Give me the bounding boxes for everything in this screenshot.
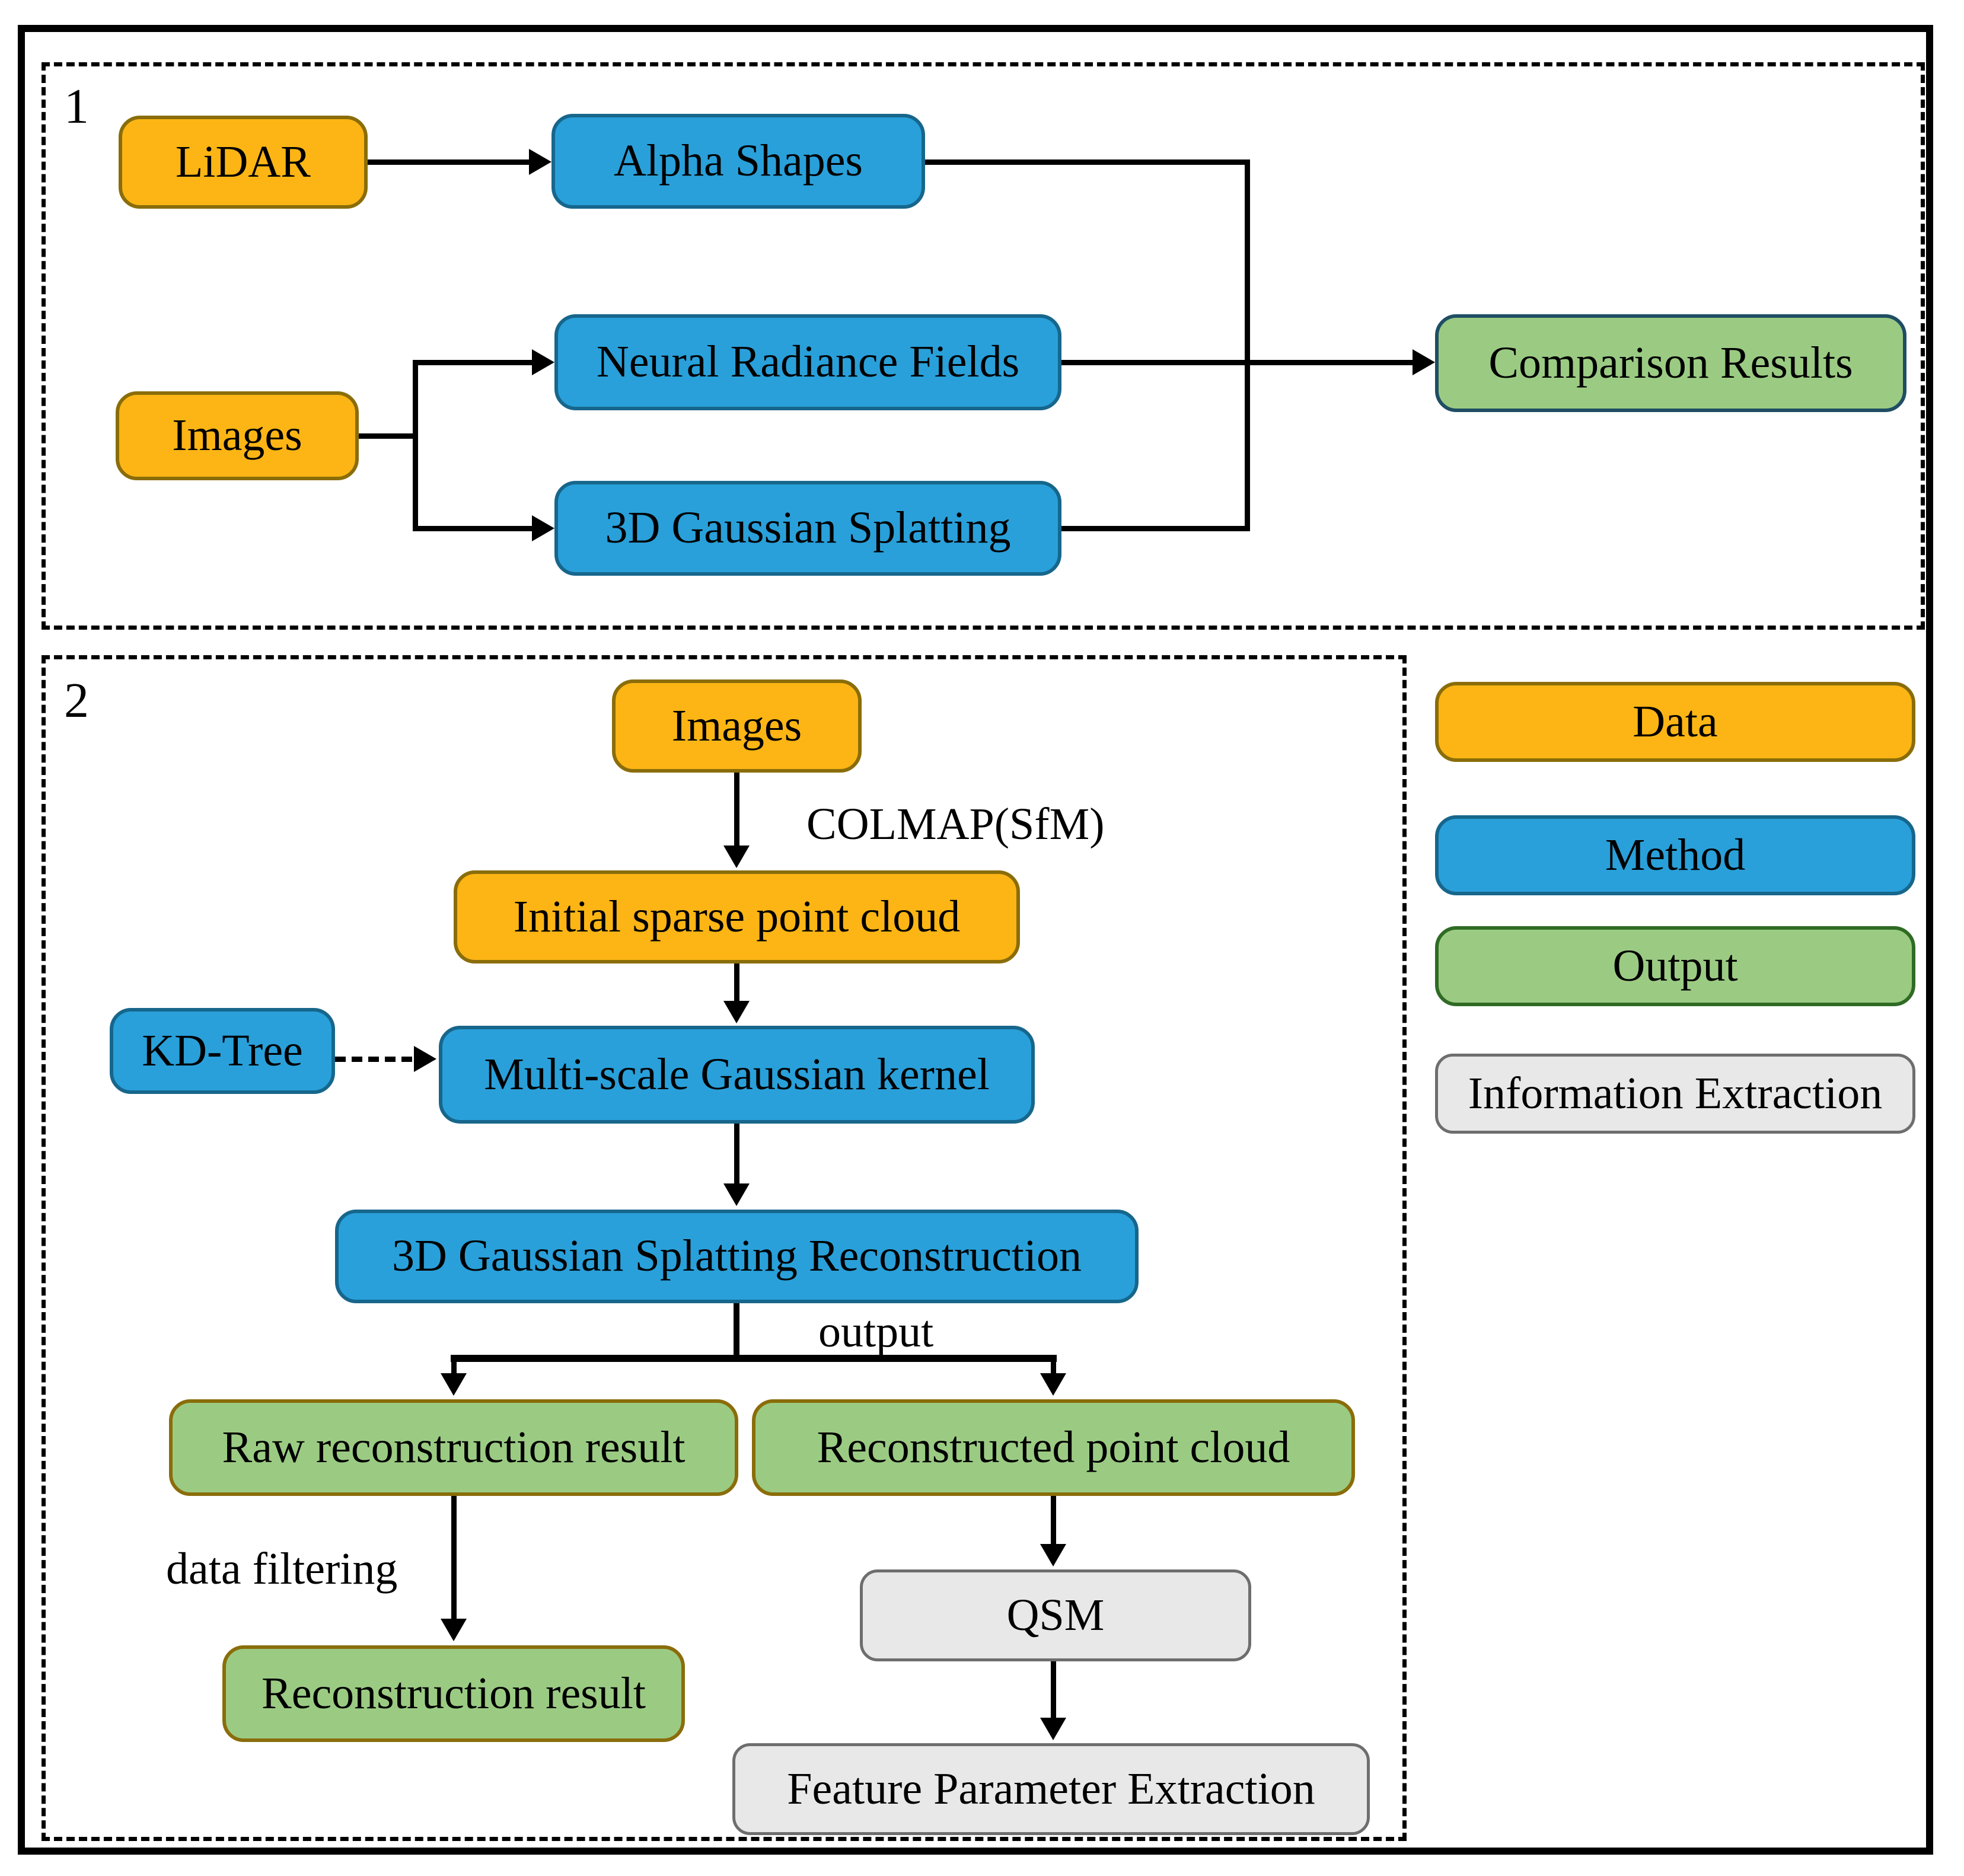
- edge-label-colmap: COLMAP(SfM): [806, 799, 1105, 849]
- connector-qsm-down: [1051, 1661, 1056, 1721]
- node-reconstructed-pc-label: Reconstructed point cloud: [817, 1422, 1290, 1472]
- arrowhead-alpha: [529, 149, 551, 175]
- legend-item-data: Data: [1435, 682, 1915, 762]
- connector-alpha-right: [925, 159, 1250, 165]
- node-raw-reconstruction-result: Raw reconstruction result: [169, 1399, 738, 1496]
- edge-label-output: output: [818, 1307, 934, 1357]
- connector-to-comparison: [1061, 360, 1414, 365]
- connector-images2-down: [734, 773, 739, 850]
- node-reconstruction-result-label: Reconstruction result: [262, 1668, 646, 1718]
- arrowhead-comparison: [1413, 349, 1435, 375]
- connector-kdtree-dashed: [335, 1057, 412, 1062]
- outer-border: [18, 25, 1933, 1855]
- legend-data-label: Data: [1633, 696, 1718, 746]
- arrowhead-gs-reconstruction: [723, 1183, 750, 1206]
- section-2-number: 2: [64, 673, 89, 728]
- node-gs-reconstruction: 3D Gaussian Splatting Reconstruction: [335, 1210, 1139, 1303]
- connector-branch-right: [1051, 1355, 1056, 1376]
- node-comparison-results: Comparison Results: [1435, 314, 1906, 412]
- node-3dgs-label: 3D Gaussian Splatting: [605, 503, 1011, 553]
- arrowhead-reconstructed-pc: [1040, 1373, 1066, 1396]
- arrowhead-nrf: [532, 349, 554, 375]
- connector-branch-left: [451, 1355, 457, 1376]
- node-multi-scale-gaussian-kernel: Multi-scale Gaussian kernel: [439, 1026, 1035, 1124]
- connector-pc-down: [1051, 1496, 1056, 1546]
- connector-images-stub: [359, 433, 415, 439]
- connector-output-branch: [451, 1355, 1057, 1362]
- legend-item-method: Method: [1435, 815, 1915, 895]
- node-initial-sparse-label: Initial sparse point cloud: [513, 891, 961, 942]
- node-images-2-label: Images: [671, 700, 802, 751]
- connector-images-branch: [413, 360, 418, 531]
- legend-item-information-extraction: Information Extraction: [1435, 1054, 1915, 1134]
- node-raw-result-label: Raw reconstruction result: [222, 1422, 686, 1472]
- node-3d-gaussian-splatting: 3D Gaussian Splatting: [554, 481, 1061, 576]
- legend-method-label: Method: [1605, 829, 1746, 880]
- node-feature-extraction-label: Feature Parameter Extraction: [787, 1763, 1315, 1814]
- node-images-1-label: Images: [172, 410, 302, 461]
- node-neural-radiance-fields: Neural Radiance Fields: [554, 314, 1061, 410]
- node-qsm-label: QSM: [1006, 1590, 1105, 1640]
- node-nrf-label: Neural Radiance Fields: [596, 337, 1020, 387]
- connector-merge-vertical: [1245, 159, 1250, 531]
- arrowhead-feature-extraction: [1040, 1718, 1066, 1740]
- node-kd-tree: KD-Tree: [110, 1008, 335, 1094]
- legend-information-extraction-label: Information Extraction: [1468, 1068, 1883, 1118]
- node-reconstruction-result: Reconstruction result: [222, 1645, 685, 1742]
- arrowhead-reconstruction-result: [441, 1619, 467, 1641]
- connector-gsrecon-down: [734, 1303, 739, 1361]
- connector-raw-down: [451, 1496, 457, 1620]
- node-initial-sparse-point-cloud: Initial sparse point cloud: [454, 870, 1020, 963]
- legend-item-output: Output: [1435, 926, 1915, 1006]
- node-images-2: Images: [612, 679, 862, 773]
- node-feature-parameter-extraction: Feature Parameter Extraction: [732, 1743, 1370, 1835]
- arrowhead-kdtree: [414, 1046, 436, 1072]
- section-2-frame: [42, 655, 1407, 1841]
- connector-to-3dgs: [413, 526, 534, 531]
- connector-initial-down: [734, 963, 739, 1005]
- connector-lidar-to-alpha: [368, 159, 534, 165]
- legend-output-label: Output: [1612, 940, 1738, 991]
- node-alpha-shapes-label: Alpha Shapes: [613, 136, 863, 186]
- arrowhead-3dgs: [532, 515, 554, 541]
- arrowhead-multi-scale: [723, 1001, 750, 1023]
- node-lidar: LiDAR: [119, 116, 368, 209]
- connector-to-nrf: [413, 360, 534, 365]
- connector-multi-down: [734, 1124, 739, 1186]
- node-qsm: QSM: [860, 1569, 1251, 1661]
- node-kd-tree-label: KD-Tree: [142, 1025, 303, 1076]
- section-1-number: 1: [64, 79, 89, 134]
- node-lidar-label: LiDAR: [176, 136, 311, 187]
- edge-label-data-filtering: data filtering: [166, 1544, 398, 1594]
- arrowhead-initial-sparse: [723, 846, 750, 868]
- section-1-frame: [42, 62, 1925, 630]
- node-multi-scale-label: Multi-scale Gaussian kernel: [484, 1049, 990, 1099]
- arrowhead-qsm: [1040, 1544, 1066, 1566]
- arrowhead-raw-result: [441, 1373, 467, 1396]
- connector-3dgs-right: [1061, 526, 1250, 531]
- node-comparison-results-label: Comparison Results: [1488, 337, 1853, 388]
- node-alpha-shapes: Alpha Shapes: [551, 114, 925, 209]
- node-gs-reconstruction-label: 3D Gaussian Splatting Reconstruction: [391, 1231, 1082, 1281]
- node-reconstructed-point-cloud: Reconstructed point cloud: [752, 1399, 1355, 1496]
- node-images-1: Images: [116, 391, 359, 480]
